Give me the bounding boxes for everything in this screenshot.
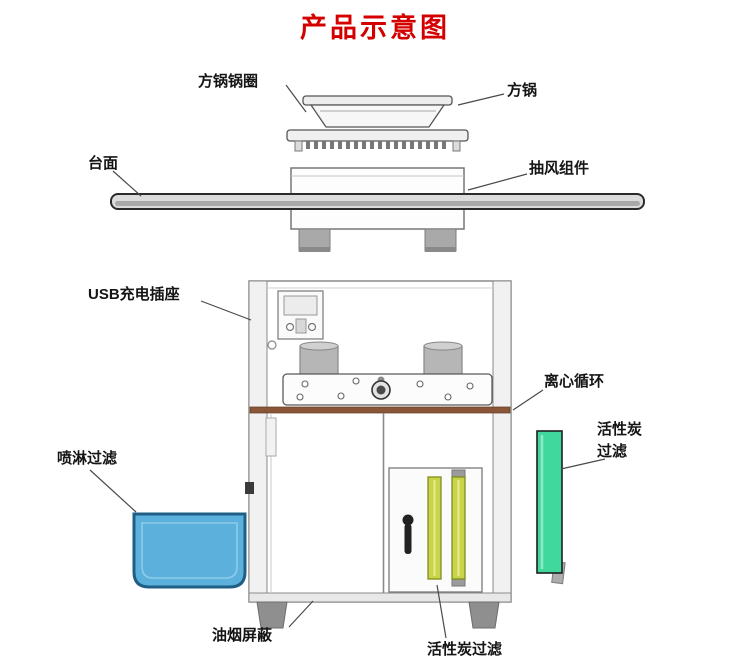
label-carbon-right: 活性炭 过滤 [597, 419, 642, 463]
leader-countertop [112, 170, 142, 197]
leader-carbon-bottom [436, 584, 447, 639]
carbon-filter-strips [427, 469, 466, 587]
label-carbon-right-line1: 活性炭 [597, 421, 643, 438]
label-exhaust: 抽风组件 [529, 160, 590, 177]
leader-pot-ring [285, 84, 307, 113]
leader-spray [89, 469, 137, 513]
leader-centrifugal [512, 389, 544, 411]
manifold-panel [282, 373, 493, 406]
label-pot: 方锅 [507, 82, 538, 99]
leader-lines [89, 84, 606, 639]
label-spray-filter: 喷淋过滤 [57, 450, 118, 467]
square-pot [302, 95, 453, 128]
carbon-filter-panel [536, 430, 566, 585]
pot-ring-plate [286, 129, 469, 152]
leader-exhaust [467, 173, 528, 191]
leader-oil-shield [288, 600, 314, 628]
leader-usb [200, 300, 252, 321]
label-countertop: 台面 [88, 155, 119, 172]
label-fume-shield: 油烟屏蔽 [212, 627, 273, 644]
divider-shelf [249, 406, 511, 414]
leader-carbon-right [560, 458, 606, 470]
spray-filter-tank [132, 512, 247, 589]
label-centrifugal: 离心循环 [544, 373, 605, 390]
label-usb-socket: USB充电插座 [88, 286, 180, 303]
cabinet-interior [245, 413, 385, 593]
countertop-bar [110, 193, 645, 210]
label-pot-ring: 方锅锅圈 [198, 73, 259, 90]
usb-module [267, 290, 324, 350]
label-carbon-right-line2: 过滤 [597, 442, 628, 460]
page-title: 产品示意图 [300, 13, 450, 43]
leader-pot [457, 93, 505, 106]
label-carbon-bottom: 活性炭过滤 [427, 641, 503, 658]
cabinet-feet [256, 601, 500, 629]
